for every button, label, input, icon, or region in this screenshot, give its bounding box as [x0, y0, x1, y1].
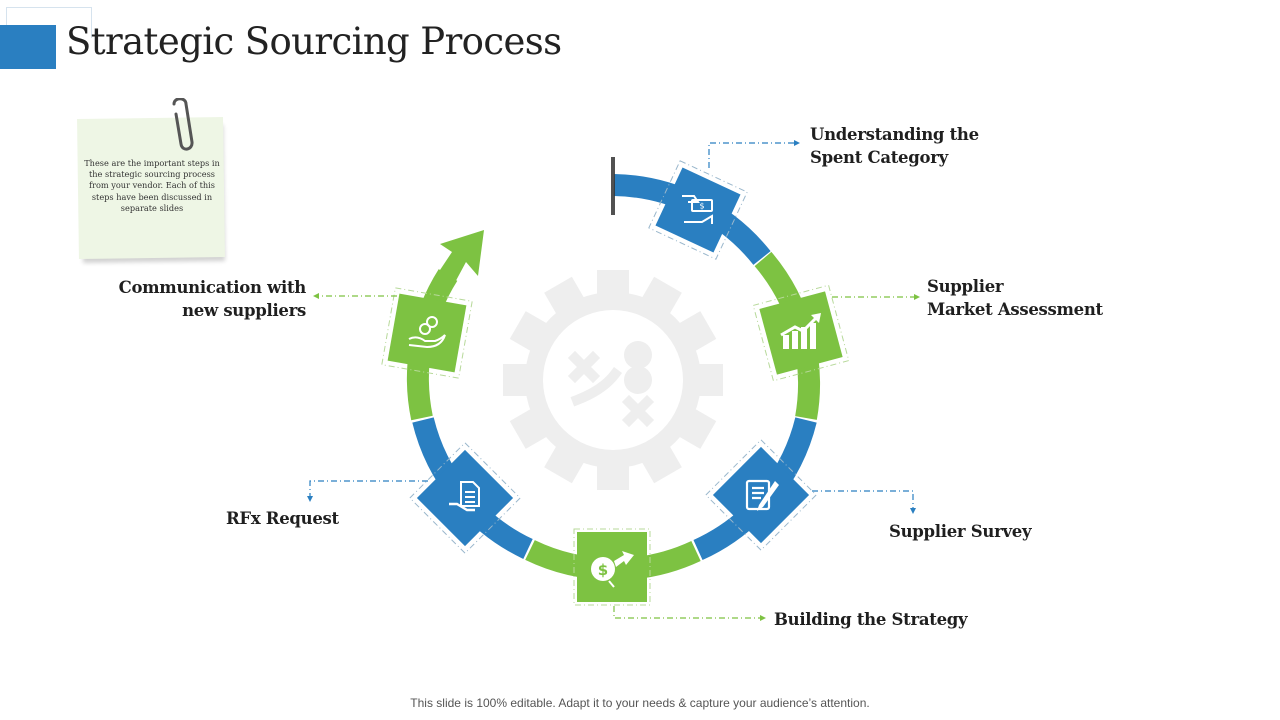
- step-label-line: new suppliers: [182, 301, 306, 320]
- connector-building-strategy: [613, 606, 762, 619]
- step-label-market-assessment: Supplier Market Assessment: [927, 275, 1103, 321]
- title-accent-block: [0, 25, 56, 69]
- money-exchange-hands-icon: $: [682, 195, 713, 224]
- arrowhead-icon: [910, 508, 916, 514]
- step-label-understanding-spent: Understanding the Spent Category: [810, 123, 979, 169]
- paperclip-icon: [172, 98, 194, 151]
- connector-rfx-request: [309, 480, 428, 498]
- notepad-pen-icon: [745, 479, 779, 511]
- growth-chart-icon: [780, 313, 821, 349]
- sticky-note-text: These are the important steps in the str…: [84, 158, 220, 213]
- title-frame-decoration: [6, 7, 92, 38]
- step-label-line: RFx Request: [226, 509, 339, 528]
- arrowhead-icon: [914, 294, 920, 300]
- cycle-arrow-head: [436, 230, 484, 288]
- page-title: Strategic Sourcing Process: [66, 20, 562, 63]
- connector-understanding-spent: [708, 142, 796, 168]
- step-node-building-strategy[interactable]: $: [573, 528, 651, 606]
- step-label-line: Supplier Survey: [889, 522, 1032, 541]
- svg-text:$: $: [598, 561, 608, 579]
- step-label-line: Supplier: [927, 277, 1004, 296]
- step-label-rfx-request: RFx Request: [226, 507, 339, 530]
- dollar-search-arrow-icon: $: [591, 551, 634, 588]
- cycle-start-marker: [611, 157, 615, 215]
- step-label-line: Understanding the: [810, 125, 979, 144]
- svg-text:$: $: [699, 202, 704, 211]
- step-label-building-strategy: Building the Strategy: [774, 608, 968, 631]
- document-hand-icon: [449, 481, 480, 512]
- step-label-communication: Communication with new suppliers: [118, 276, 307, 322]
- step-node-communication[interactable]: [381, 287, 473, 379]
- footer-note: This slide is 100% editable. Adapt it to…: [410, 696, 870, 710]
- step-label-supplier-survey: Supplier Survey: [889, 520, 1032, 543]
- step-node-market-assessment[interactable]: [752, 284, 850, 382]
- connector-supplier-survey: [812, 490, 914, 510]
- coins-hand-icon: [408, 316, 446, 349]
- step-label-line: Market Assessment: [927, 300, 1103, 319]
- step-label-line: Communication with: [118, 278, 307, 297]
- arrowhead-icon: [794, 140, 800, 146]
- step-label-line: Building the Strategy: [774, 610, 968, 629]
- arrowhead-icon: [760, 615, 766, 621]
- gear-strategy-icon: [503, 270, 723, 490]
- arrowhead-icon: [313, 293, 319, 299]
- step-node-understanding-spent[interactable]: $: [648, 160, 748, 260]
- step-label-line: Spent Category: [810, 148, 948, 167]
- arrowhead-icon: [307, 496, 313, 502]
